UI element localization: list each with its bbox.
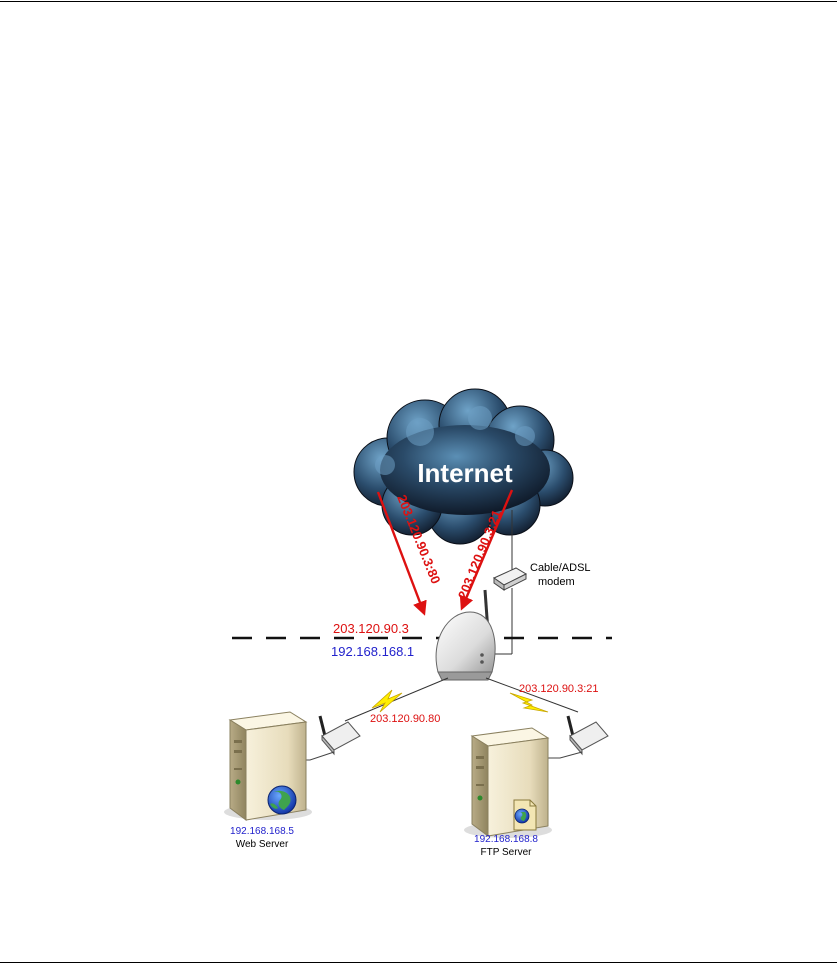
arrow-left bbox=[376, 491, 427, 616]
web-globe-icon bbox=[267, 785, 297, 815]
web-server-icon bbox=[224, 711, 312, 821]
router-web-link bbox=[344, 677, 449, 722]
top-rule bbox=[0, 1, 837, 2]
bottom-rule bbox=[0, 962, 837, 963]
router-icon bbox=[435, 589, 496, 681]
ftp-document-icon bbox=[513, 799, 537, 831]
lightning-ftp-icon bbox=[509, 692, 549, 713]
cloud-label: Internet bbox=[417, 458, 513, 488]
arrow-right bbox=[459, 489, 514, 611]
modem-label-line2: modem bbox=[538, 576, 575, 588]
internet-cloud-icon bbox=[353, 388, 574, 545]
link-ftp-label: 203.120.90.3:21 bbox=[519, 683, 599, 695]
ftp-server-ip: 192.168.168.8 bbox=[474, 834, 538, 845]
web-wireless-adapter-icon bbox=[305, 715, 361, 761]
modem-label-line1: Cable/ADSL bbox=[530, 562, 591, 574]
web-server-ip: 192.168.168.5 bbox=[230, 826, 294, 837]
web-server-name: Web Server bbox=[236, 839, 289, 850]
router-wan-ip: 203.120.90.3 bbox=[333, 621, 409, 636]
link-web-label: 203.120.90.80 bbox=[370, 713, 440, 725]
router-lan-ip: 192.168.168.1 bbox=[331, 644, 414, 659]
ftp-server-icon bbox=[464, 727, 552, 838]
ftp-wireless-adapter-icon bbox=[548, 715, 609, 759]
ftp-server-name: FTP Server bbox=[481, 847, 533, 858]
router-ftp-link bbox=[485, 677, 579, 713]
lightning-web-icon bbox=[371, 689, 403, 713]
modem-icon bbox=[492, 567, 528, 591]
